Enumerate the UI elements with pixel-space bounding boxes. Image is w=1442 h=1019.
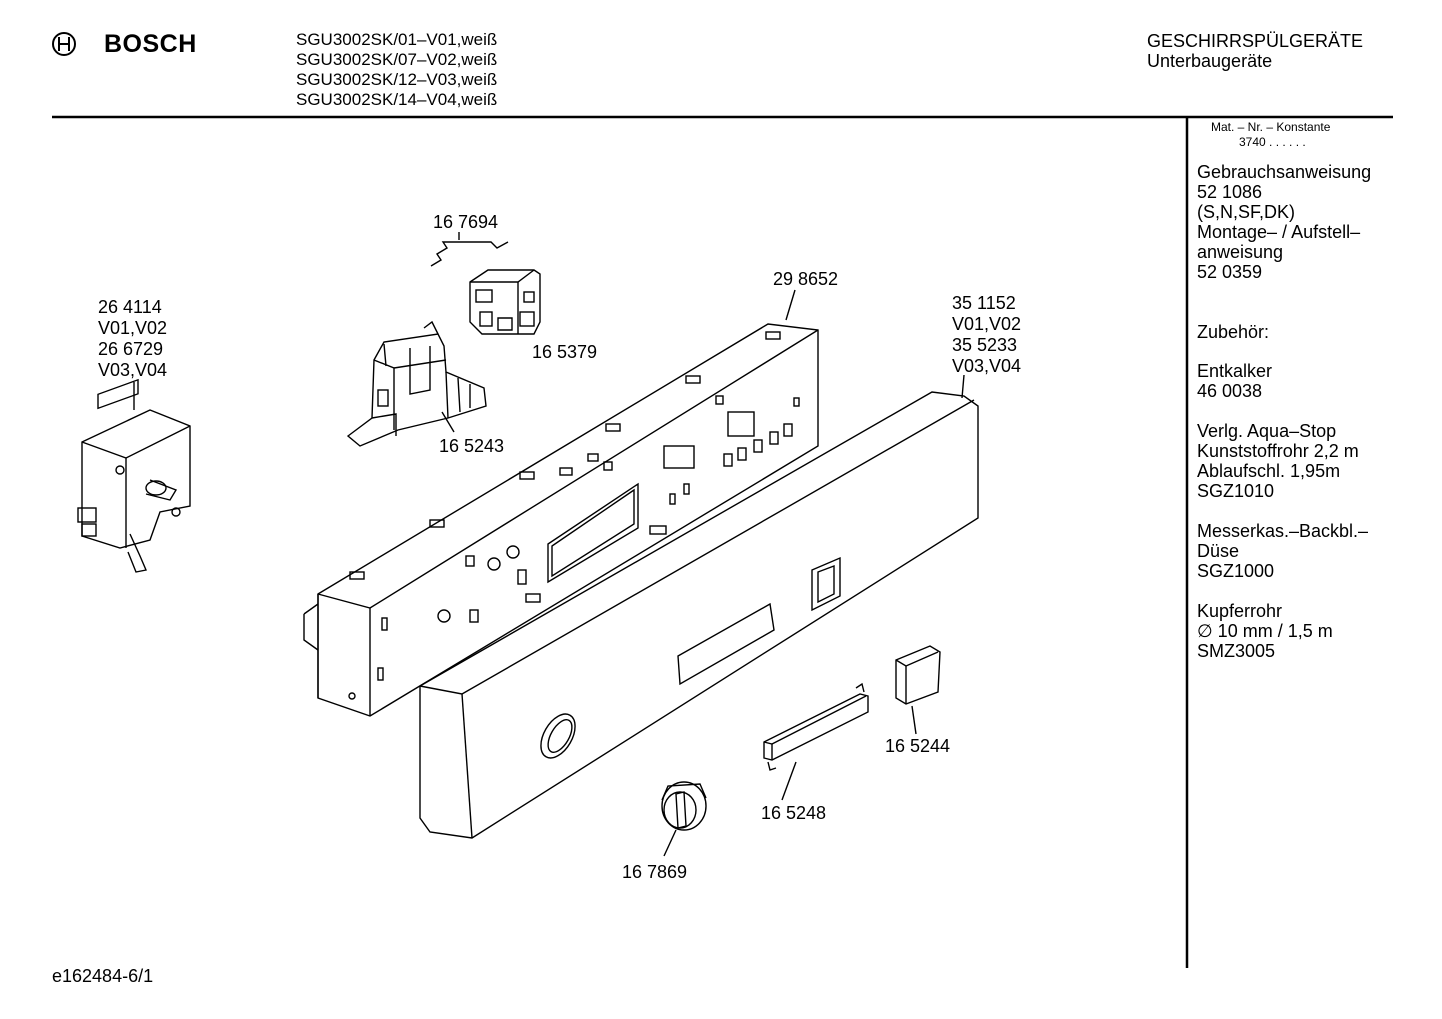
sidebar-line: Kunststoffrohr 2,2 m bbox=[1197, 441, 1359, 461]
variant-code: V01,V02 bbox=[952, 314, 1022, 334]
model-line: SGU3002SK/14–V04,weiß bbox=[296, 90, 498, 109]
part-number: 26 6729 bbox=[98, 339, 164, 359]
leader-165243 bbox=[441, 411, 455, 433]
model-line: SGU3002SK/12–V03,weiß bbox=[296, 70, 498, 89]
part-351152-fascia bbox=[419, 391, 979, 839]
mat-number-block: Mat. – Nr. – Konstante 3740 . . . . . . bbox=[1211, 120, 1330, 150]
model-list: SGU3002SK/01–V01,weiß SGU3002SK/07–V02,w… bbox=[296, 30, 497, 110]
part-number: 26 4114 bbox=[98, 297, 162, 317]
sidebar-line: 46 0038 bbox=[1197, 381, 1263, 401]
sidebar-block-cutlery: Messerkas.–Backbl.– Düse SGZ1000 bbox=[1197, 521, 1368, 581]
part-label-351152: 35 1152 V01,V02 35 5233 V03,V04 bbox=[952, 293, 1021, 377]
sidebar-line: anweisung bbox=[1197, 242, 1284, 262]
part-number: 35 5233 bbox=[952, 335, 1018, 355]
sidebar-block-accessories: Zubehör: bbox=[1197, 322, 1269, 342]
part-label-165244: 16 5244 bbox=[885, 736, 951, 756]
sidebar-line: Entkalker bbox=[1197, 361, 1273, 381]
variant-code: V03,V04 bbox=[952, 356, 1022, 376]
part-label-165379: 16 5379 bbox=[532, 342, 598, 362]
sidebar-block-manuals: Gebrauchsanweisung 52 1086 (S,N,SF,DK) M… bbox=[1197, 162, 1371, 282]
sidebar-line: Kupferrohr bbox=[1197, 601, 1283, 621]
part-167694-clip bbox=[430, 241, 509, 267]
sidebar-line: Ablaufschl. 1,95m bbox=[1197, 461, 1341, 481]
mat-value: 3740 . . . . . . bbox=[1239, 135, 1306, 149]
sidebar-line: SGZ1010 bbox=[1197, 481, 1275, 501]
part-165248-strip bbox=[763, 682, 869, 771]
sidebar-line: Verlg. Aqua–Stop bbox=[1197, 421, 1337, 441]
sidebar-block-copper: Kupferrohr ∅ 10 mm / 1,5 m SMZ3005 bbox=[1197, 601, 1333, 661]
leader-298652 bbox=[785, 289, 796, 321]
part-label-165243: 16 5243 bbox=[439, 436, 505, 456]
part-165243-bracket bbox=[346, 320, 487, 447]
sidebar-line: SMZ3005 bbox=[1197, 641, 1276, 661]
sidebar-line: 52 1086 bbox=[1197, 182, 1263, 202]
leader-351152 bbox=[961, 374, 965, 399]
sidebar-line: 52 0359 bbox=[1197, 262, 1263, 282]
variant-code: V03,V04 bbox=[98, 360, 168, 380]
subcategory-title: Unterbaugeräte bbox=[1147, 51, 1273, 71]
part-165379-housing bbox=[469, 269, 541, 335]
part-label-167869: 16 7869 bbox=[622, 862, 688, 882]
variant-code: V01,V02 bbox=[98, 318, 168, 338]
part-number: 35 1152 bbox=[952, 293, 1016, 313]
bosch-armature-icon bbox=[52, 32, 76, 56]
model-line: SGU3002SK/01–V01,weiß bbox=[296, 30, 498, 49]
sidebar-line: Messerkas.–Backbl.– bbox=[1197, 521, 1369, 541]
part-298652-panel bbox=[303, 323, 819, 717]
category-block: GESCHIRRSPÜLGERÄTE Unterbaugeräte bbox=[1147, 31, 1363, 71]
part-264114-programmer bbox=[77, 378, 191, 573]
part-label-165248: 16 5248 bbox=[761, 803, 827, 823]
leader-165248 bbox=[781, 761, 797, 801]
part-165244-button bbox=[895, 645, 941, 705]
sidebar-line: Düse bbox=[1197, 541, 1240, 561]
sidebar-line: SGZ1000 bbox=[1197, 561, 1275, 581]
bosch-logo bbox=[50, 30, 80, 65]
leader-165244 bbox=[911, 705, 917, 735]
document-id: e162484-6/1 bbox=[52, 966, 154, 986]
sidebar-line: Zubehör: bbox=[1197, 322, 1270, 342]
sidebar-block-descaler: Entkalker 46 0038 bbox=[1197, 361, 1272, 401]
brand-name: BOSCH bbox=[104, 30, 197, 58]
part-167869-knob bbox=[661, 781, 707, 831]
category-title: GESCHIRRSPÜLGERÄTE bbox=[1147, 31, 1364, 51]
sidebar-line: ∅ 10 mm / 1,5 m bbox=[1197, 621, 1333, 641]
model-line: SGU3002SK/07–V02,weiß bbox=[296, 50, 498, 69]
sidebar-block-aquastop: Verlg. Aqua–Stop Kunststoffrohr 2,2 m Ab… bbox=[1197, 421, 1359, 501]
sidebar-line: (S,N,SF,DK) bbox=[1197, 202, 1296, 222]
sidebar-line: Gebrauchsanweisung bbox=[1197, 162, 1372, 182]
mat-label: Mat. – Nr. – Konstante bbox=[1211, 120, 1331, 134]
part-label-264114: 26 4114 V01,V02 26 6729 V03,V04 bbox=[98, 297, 167, 381]
leader-167869 bbox=[663, 829, 677, 857]
part-label-298652: 29 8652 bbox=[773, 269, 839, 289]
sidebar-line: Montage– / Aufstell– bbox=[1197, 222, 1361, 242]
part-label-167694: 16 7694 bbox=[433, 212, 499, 232]
